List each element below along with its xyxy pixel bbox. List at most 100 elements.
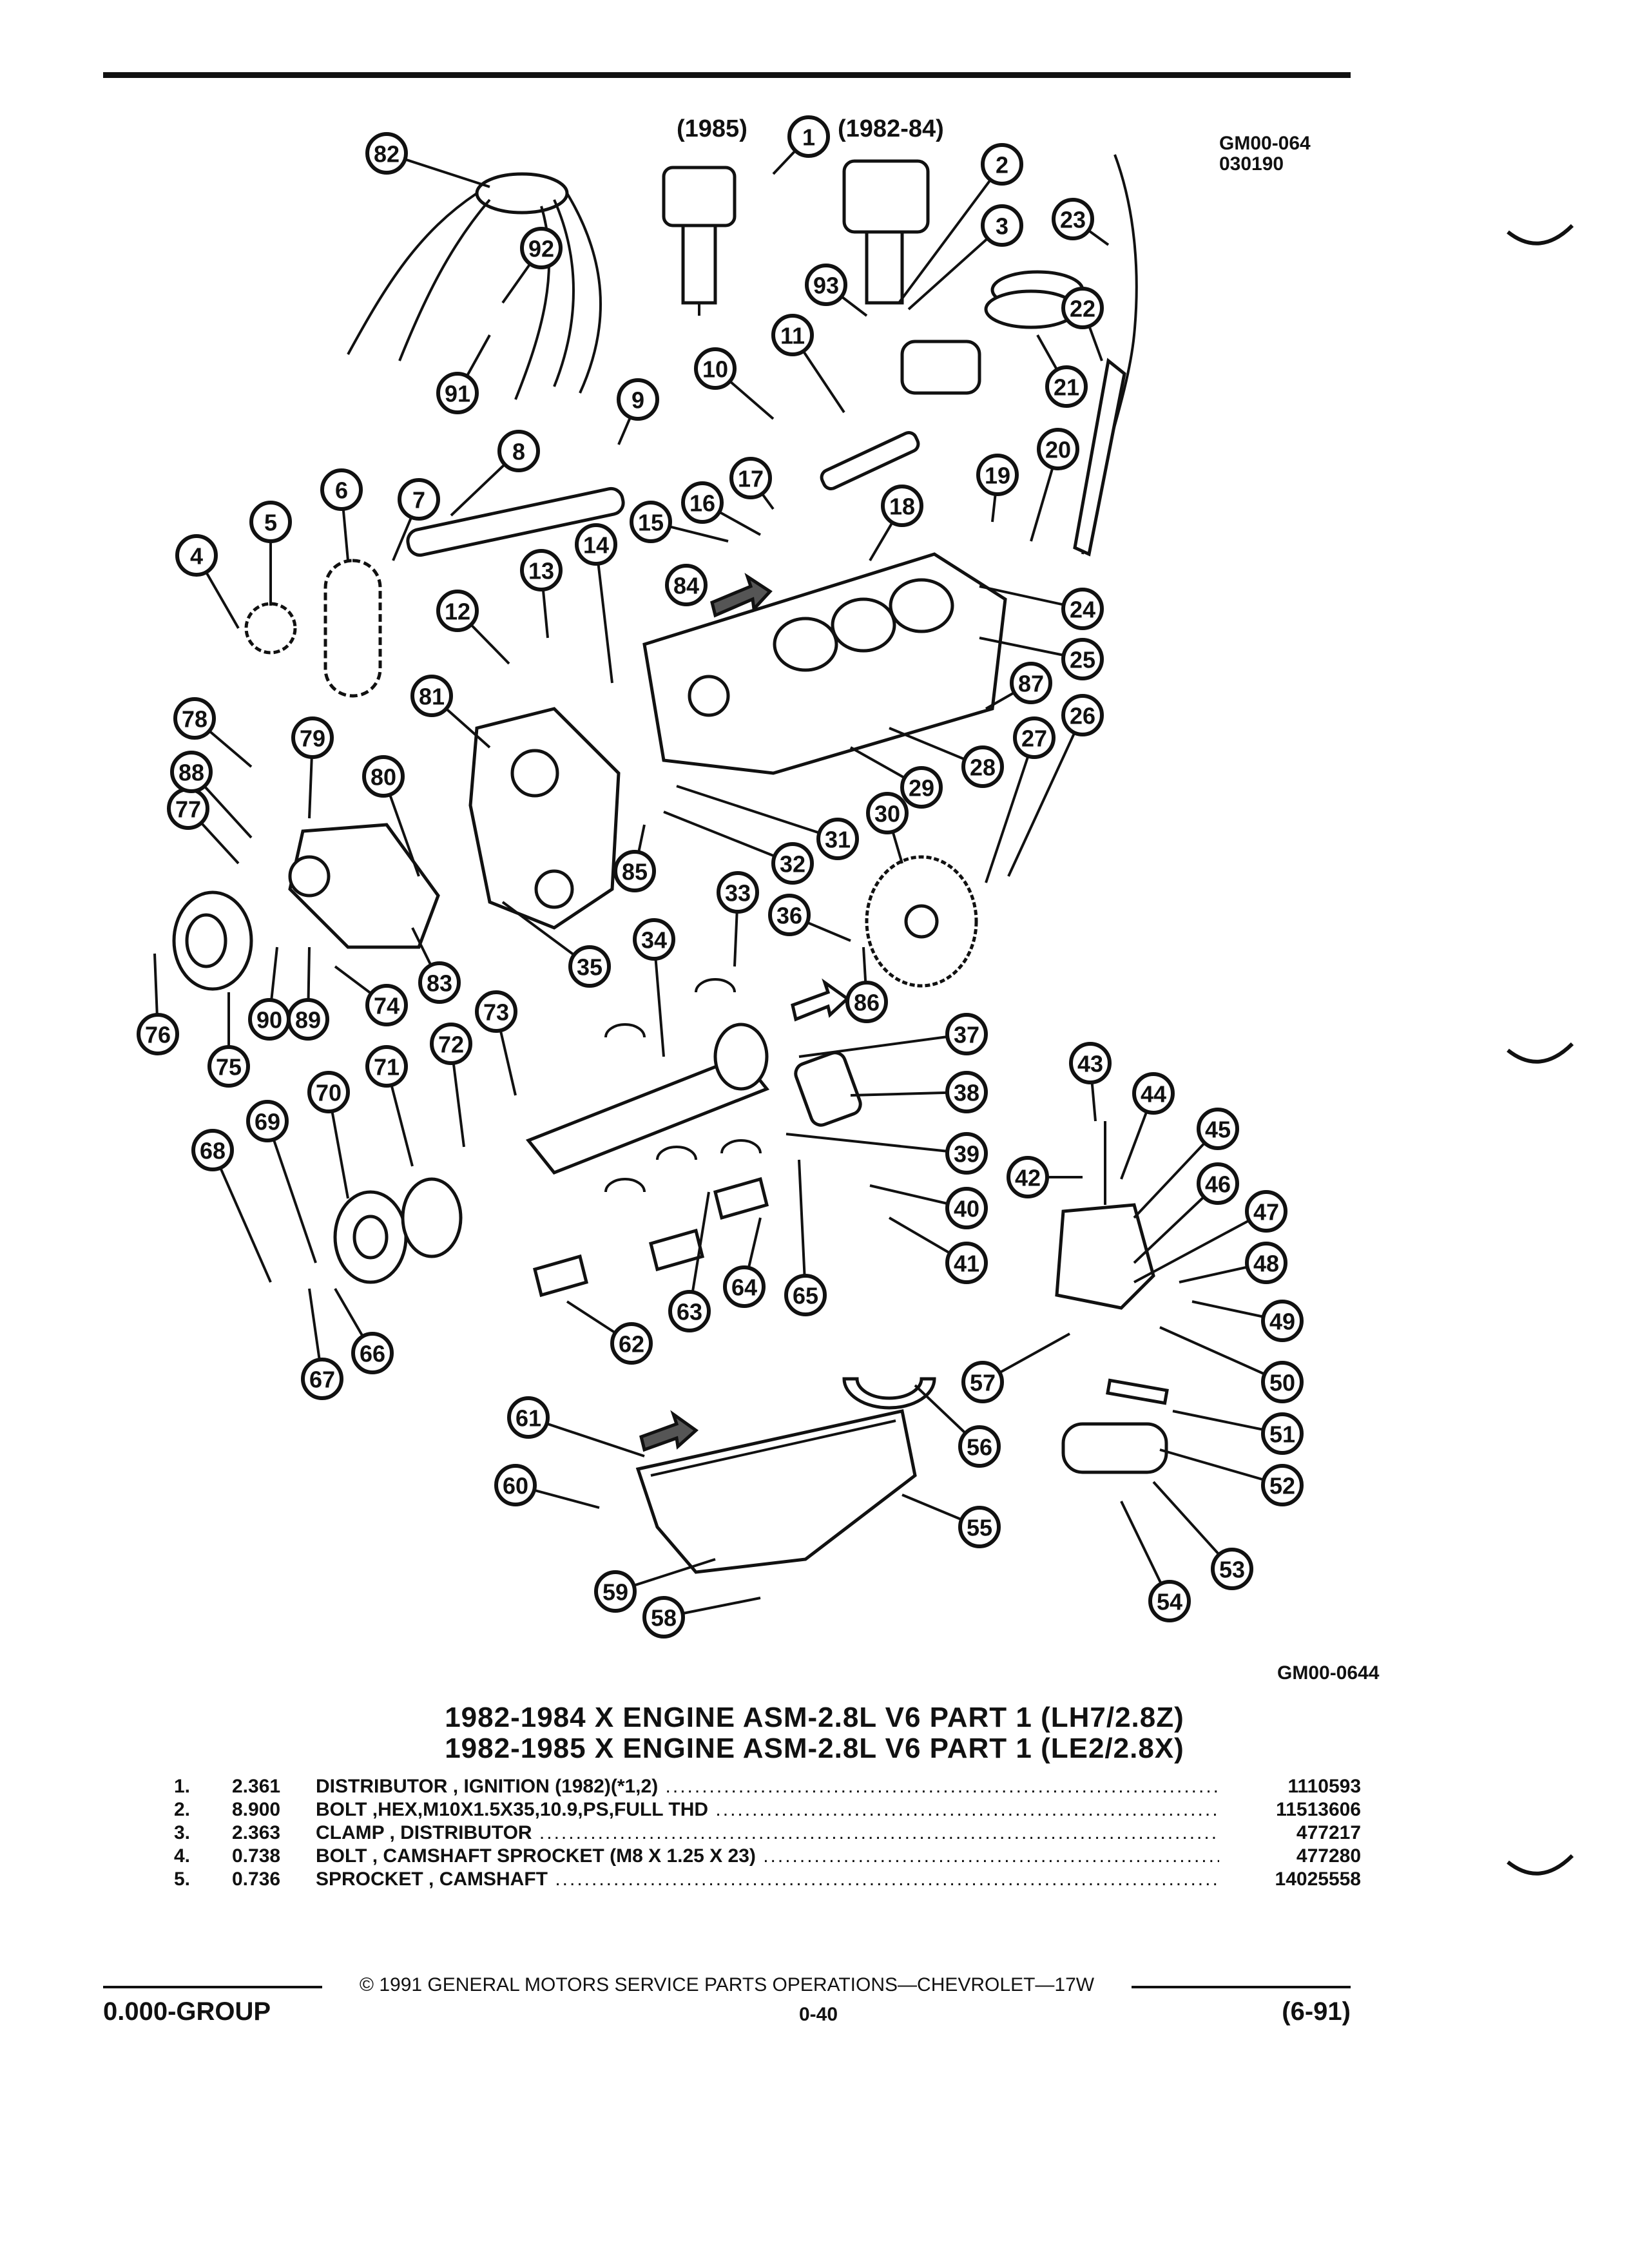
- group-label: 0.000-GROUP: [103, 1997, 271, 2026]
- callout-51: 51: [1261, 1412, 1304, 1455]
- callout-number: 42: [1015, 1165, 1041, 1191]
- callout-number: 10: [702, 356, 728, 383]
- callout-number: 41: [954, 1251, 979, 1277]
- callout-44: 44: [1132, 1072, 1175, 1115]
- callout-42: 42: [1007, 1156, 1049, 1198]
- callout-number: 9: [631, 387, 644, 414]
- footer-rule-right: [1132, 1986, 1351, 1988]
- callout-number: 74: [374, 993, 400, 1019]
- title-line-2: 1982-1985 X ENGINE ASM-2.8L V6 PART 1 (L…: [445, 1733, 1184, 1764]
- leader-line-26: [1007, 715, 1084, 877]
- callout-number: 47: [1253, 1199, 1279, 1225]
- figure-date-code: 030190: [1219, 153, 1284, 175]
- oil-pan: [635, 1409, 917, 1574]
- callout-63: 63: [668, 1290, 711, 1332]
- callout-67: 67: [301, 1358, 343, 1400]
- callout-78: 78: [173, 697, 216, 740]
- callout-57: 57: [961, 1361, 1004, 1403]
- callout-88: 88: [170, 751, 213, 793]
- callout-43: 43: [1069, 1042, 1112, 1084]
- leader-line-47: [1133, 1210, 1267, 1283]
- callout-56: 56: [958, 1425, 1001, 1468]
- callout-16: 16: [681, 481, 724, 524]
- callout-number: 27: [1021, 726, 1047, 752]
- callout-30: 30: [866, 792, 909, 834]
- direction-arrow-crank: [791, 978, 850, 1022]
- part-description: SPROCKET , CAMSHAFT: [316, 1869, 1219, 1890]
- callout-77: 77: [167, 787, 209, 830]
- callout-number: 32: [780, 851, 805, 878]
- catalog-code: 8.900: [232, 1799, 281, 1820]
- callout-number: 11: [780, 323, 805, 349]
- callout-number: 76: [145, 1022, 171, 1048]
- callout-27: 27: [1013, 716, 1055, 759]
- callout-number: 5: [264, 510, 277, 536]
- callout-number: 84: [673, 573, 699, 599]
- callout-number: 40: [954, 1196, 979, 1222]
- callout-26: 26: [1061, 694, 1104, 736]
- leader-line-2: [898, 163, 1003, 304]
- callout-number: 8: [512, 439, 525, 465]
- callout-31: 31: [816, 818, 859, 860]
- callout-14: 14: [575, 523, 617, 566]
- page-number: 0-40: [798, 2004, 838, 2025]
- callout-number: 70: [316, 1080, 342, 1106]
- callout-24: 24: [1061, 588, 1104, 630]
- callout-65: 65: [784, 1274, 827, 1316]
- callout-number: 92: [528, 236, 554, 262]
- callout-71: 71: [365, 1045, 408, 1088]
- callout-25: 25: [1061, 638, 1104, 680]
- distributor-1985: [662, 166, 737, 316]
- callout-60: 60: [494, 1464, 537, 1506]
- callout-number: 25: [1070, 647, 1095, 673]
- title-line-1: 1982-1984 X ENGINE ASM-2.8L V6 PART 1 (L…: [445, 1702, 1184, 1733]
- callout-1: 1: [787, 115, 830, 158]
- part-description: DISTRIBUTOR , IGNITION (1982)(*1,2): [316, 1776, 1219, 1798]
- callout-number: 87: [1018, 671, 1044, 697]
- callout-number: 1: [802, 124, 815, 151]
- callout-66: 66: [351, 1332, 394, 1374]
- callout-number: 79: [300, 726, 325, 752]
- harmonic-balancer: [401, 1177, 463, 1258]
- callout-number: 12: [445, 599, 470, 625]
- callout-number: 2: [996, 152, 1008, 178]
- callout-12: 12: [436, 590, 479, 632]
- rear-main-seal: [842, 1377, 936, 1410]
- callout-59: 59: [594, 1570, 637, 1613]
- callout-number: 58: [651, 1605, 677, 1631]
- callout-number: 18: [889, 494, 915, 520]
- copyright-text: © 1991 GENERAL MOTORS SERVICE PARTS OPER…: [359, 1974, 1095, 1995]
- year-1985-label: (1985): [677, 115, 747, 142]
- callout-number: 50: [1269, 1370, 1295, 1396]
- callout-number: 89: [295, 1007, 321, 1033]
- callout-number: 26: [1070, 703, 1095, 729]
- leader-line-68: [211, 1149, 272, 1283]
- callout-number: 77: [175, 796, 201, 823]
- binder-mark-1: [1507, 224, 1574, 245]
- callout-2: 2: [981, 143, 1023, 186]
- binder-mark-2: [1507, 1042, 1574, 1064]
- callout-7: 7: [398, 478, 440, 521]
- callout-number: 86: [854, 990, 880, 1016]
- callout-28: 28: [961, 745, 1004, 788]
- callout-number: 65: [793, 1283, 818, 1309]
- callout-number: 24: [1070, 597, 1095, 623]
- leader-line-31: [676, 785, 838, 840]
- leader-line-37: [798, 1033, 967, 1058]
- callout-number: 33: [725, 880, 751, 907]
- callout-81: 81: [410, 675, 453, 717]
- callout-number: 88: [178, 760, 204, 786]
- callout-40: 40: [945, 1187, 988, 1229]
- callout-number: 14: [583, 532, 609, 559]
- callout-number: 67: [309, 1367, 335, 1393]
- callout-number: 75: [216, 1054, 242, 1081]
- callout-number: 81: [419, 684, 445, 710]
- callout-number: 71: [374, 1054, 400, 1081]
- leader-line-50: [1159, 1326, 1283, 1383]
- timing-chain: [323, 559, 382, 698]
- camshaft-sprocket: [244, 602, 297, 655]
